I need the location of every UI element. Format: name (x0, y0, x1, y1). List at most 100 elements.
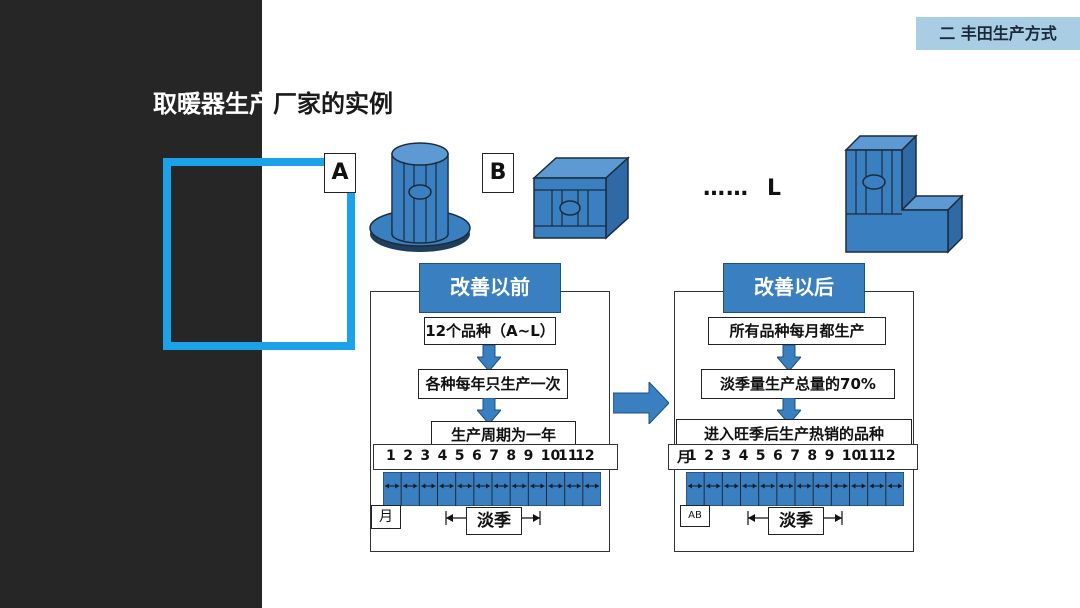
month-label: 10 (540, 448, 561, 464)
arrowhead-right (752, 483, 757, 489)
arrowhead-right (898, 483, 902, 489)
month-label: 8 (807, 448, 818, 464)
before-step-2: 各种每年只生产一次 (418, 369, 568, 399)
arrowhead-right (576, 483, 581, 489)
arrowhead-right (486, 483, 490, 489)
month-label: 3 (721, 448, 732, 464)
arrowhead-left (494, 483, 498, 489)
product-a-illustration (369, 142, 471, 252)
after-production-strip (686, 472, 904, 506)
title-part-dark: 厂家的实例 (273, 90, 393, 118)
arrowhead-right (395, 483, 400, 489)
product-a-label: A (324, 153, 356, 193)
arrowhead-left (778, 483, 783, 489)
month-label: 10 (841, 448, 862, 464)
accent-frame (163, 158, 355, 350)
arrowhead-right (807, 483, 812, 489)
arrowhead-right (770, 483, 775, 489)
arrowhead-right (595, 483, 599, 489)
arrowhead-right (789, 483, 793, 489)
down-arrow-icon (477, 398, 501, 424)
arrowhead-left (548, 483, 553, 489)
arrowhead-left (566, 483, 571, 489)
arrowhead-right (558, 483, 563, 489)
month-label: 1 (386, 448, 396, 464)
arrowhead-right (413, 483, 418, 489)
down-arrow-icon (777, 398, 801, 424)
product-b-label: B (482, 153, 514, 193)
arrowhead-left (457, 483, 462, 489)
arrowhead-left (385, 483, 389, 489)
arrowhead-right (825, 483, 830, 489)
arrowhead-right (431, 483, 436, 489)
arrowhead-right (449, 483, 454, 489)
after-header: 改善以后 (723, 263, 865, 313)
dark-side-panel (0, 0, 262, 608)
arrowhead-left (421, 483, 426, 489)
month-label: 5 (755, 448, 766, 464)
month-label: 7 (790, 448, 800, 464)
arrowhead-right (698, 483, 703, 489)
month-label: 1 (687, 448, 697, 464)
arrowhead-right (504, 483, 509, 489)
arrowhead-right (540, 483, 545, 489)
arrowhead-left (688, 483, 692, 489)
month-label: 6 (472, 448, 482, 464)
month-label: 4 (437, 448, 448, 464)
arrowhead-left (724, 483, 729, 489)
slide-title: 取暖器生产厂家的实例 (153, 84, 393, 119)
after-month-unit: 月 (677, 450, 691, 466)
arrowhead-left (706, 483, 711, 489)
down-arrow-icon (777, 345, 801, 371)
arrowhead-left (833, 483, 838, 489)
after-season-label: 淡季 (768, 507, 824, 535)
product-l-illustration (844, 134, 964, 254)
before-season-label: 淡季 (466, 507, 522, 535)
month-label: 5 (454, 448, 465, 464)
before-month-unit: 月 (371, 505, 401, 529)
arrowhead-left (584, 483, 589, 489)
month-label: 7 (489, 448, 499, 464)
ellipsis-text: …… (703, 176, 749, 201)
month-label: 6 (773, 448, 783, 464)
arrowhead-left (869, 483, 874, 489)
arrowhead-right (522, 483, 527, 489)
title-part-light: 取暖器生产 (153, 90, 273, 118)
after-step-1: 所有品种每月都生产 (708, 317, 886, 345)
arrowhead-right (861, 483, 866, 489)
arrowhead-left (439, 483, 444, 489)
arrowhead-left (742, 483, 747, 489)
arrowhead-right (467, 483, 472, 489)
after-step-2: 淡季量生产总量的70% (701, 369, 895, 399)
product-b-illustration (532, 156, 630, 240)
arrowhead-left (815, 483, 820, 489)
arrowhead-left (887, 483, 892, 489)
down-arrow-icon (477, 345, 501, 371)
after-small-label: AB (680, 505, 710, 527)
month-label: 2 (704, 448, 714, 464)
arrowhead-left (530, 483, 535, 489)
arrowhead-left (403, 483, 408, 489)
arrowhead-right (734, 483, 739, 489)
before-production-strip (383, 472, 601, 506)
arrowhead-right (843, 483, 848, 489)
month-label: 11 (558, 448, 578, 464)
before-step-1: 12个品种（A~L） (424, 317, 556, 345)
before-header: 改善以前 (419, 263, 561, 313)
arrowhead-left (797, 483, 801, 489)
arrowhead-left (475, 483, 480, 489)
product-l-label: L (767, 176, 782, 201)
arrowhead-left (851, 483, 856, 489)
month-label: 12 (876, 448, 896, 464)
month-label: 9 (824, 448, 835, 464)
month-label: 2 (403, 448, 413, 464)
arrowhead-left (760, 483, 765, 489)
month-label: 3 (420, 448, 431, 464)
arrowhead-left (512, 483, 517, 489)
arrowhead-right (879, 483, 884, 489)
month-label: 4 (738, 448, 749, 464)
arrowhead-right (716, 483, 721, 489)
right-arrow-icon (613, 382, 669, 424)
